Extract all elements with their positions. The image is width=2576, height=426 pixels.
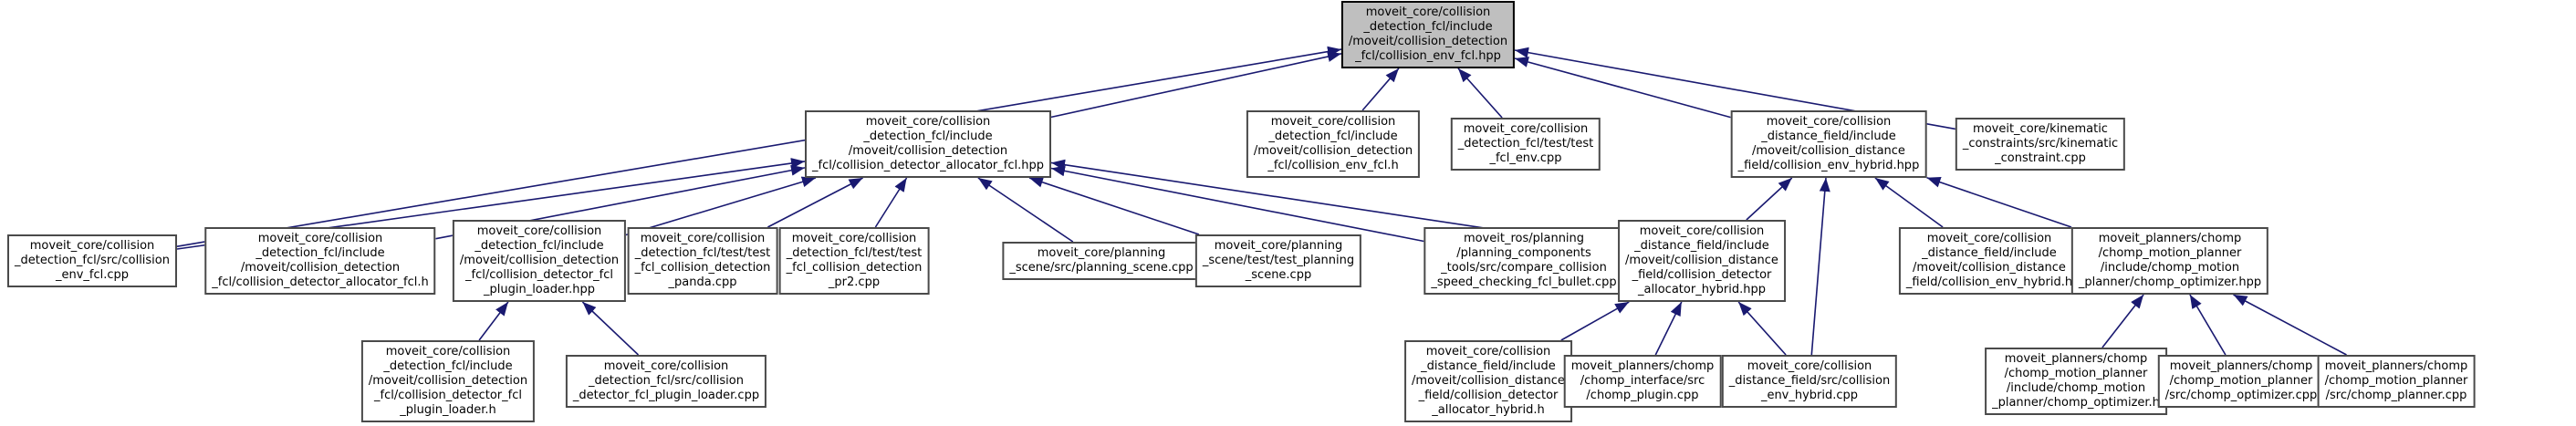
graph-node-N10[interactable]: moveit_core/collision _detection_fcl/tes… bbox=[778, 227, 930, 295]
graph-node-N7[interactable]: moveit_core/collision _detection_fcl/inc… bbox=[204, 227, 436, 295]
graph-node-N19[interactable]: moveit_core/collision _distance_field/in… bbox=[1404, 340, 1572, 422]
graph-node-N20[interactable]: moveit_planners/chomp /chomp_interface/s… bbox=[1563, 355, 1722, 408]
graph-node-N5[interactable]: moveit_core/kinematic _constraints/src/k… bbox=[1955, 118, 2126, 171]
include-edge-N10-N1 bbox=[874, 177, 908, 228]
include-edge-N15-N4 bbox=[1874, 177, 1944, 228]
graph-node-N22[interactable]: moveit_planners/chomp /chomp_motion_plan… bbox=[1985, 348, 2167, 415]
include-edge-N21-N4 bbox=[1810, 177, 1830, 356]
include-edge-N16-N4 bbox=[1926, 176, 2072, 228]
graph-node-N23[interactable]: moveit_planners/chomp /chomp_motion_plan… bbox=[2157, 355, 2325, 408]
graph-node-N16[interactable]: moveit_planners/chomp /chomp_motion_plan… bbox=[2070, 227, 2269, 295]
graph-node-N3[interactable]: moveit_core/collision _detection_fcl/tes… bbox=[1450, 118, 1601, 171]
include-edge-N20-N14 bbox=[1654, 301, 1683, 356]
include-edge-N2-N0 bbox=[1361, 68, 1400, 111]
graph-node-N15[interactable]: moveit_core/collision _distance_field/in… bbox=[1898, 227, 2081, 295]
include-edge-N14-N4 bbox=[1746, 177, 1793, 221]
graph-node-N2[interactable]: moveit_core/collision _detection_fcl/inc… bbox=[1246, 110, 1421, 178]
include-edge-N18-N8 bbox=[581, 301, 640, 356]
include-edge-N23-N16 bbox=[2189, 294, 2227, 356]
include-edge-N13-N1 bbox=[1050, 165, 1424, 243]
graph-node-N14[interactable]: moveit_core/collision _distance_field/in… bbox=[1618, 220, 1786, 302]
include-edge-N21-N14 bbox=[1737, 301, 1787, 356]
graph-node-N4[interactable]: moveit_core/collision _distance_field/in… bbox=[1730, 110, 1927, 178]
include-edge-N12-N1 bbox=[1028, 177, 1200, 235]
include-edge-N1-N0 bbox=[1050, 51, 1342, 119]
graph-node-N11[interactable]: moveit_core/planning _scene/src/planning… bbox=[1002, 242, 1201, 280]
graph-node-N13[interactable]: moveit_ros/planning /planning_components… bbox=[1424, 227, 1624, 295]
include-edge-N6-N0 bbox=[176, 46, 1342, 247]
include-edge-N22-N16 bbox=[2101, 294, 2144, 348]
graph-node-N9[interactable]: moveit_core/collision _detection_fcl/tes… bbox=[627, 227, 778, 295]
include-edge-N17-N8 bbox=[478, 301, 509, 341]
graph-node-N18[interactable]: moveit_core/collision _detection_fcl/src… bbox=[565, 355, 767, 408]
include-edge-N11-N1 bbox=[977, 177, 1074, 243]
graph-node-N8[interactable]: moveit_core/collision _detection_fcl/inc… bbox=[452, 220, 627, 302]
include-edge-N9-N1 bbox=[767, 177, 863, 228]
include-edge-N19-N14 bbox=[1560, 301, 1630, 341]
graph-node-N12[interactable]: moveit_core/planning _scene/test/test_pl… bbox=[1194, 234, 1362, 287]
graph-node-N21[interactable]: moveit_core/collision _distance_field/sr… bbox=[1721, 355, 1898, 408]
graph-node-N6[interactable]: moveit_core/collision _detection_fcl/src… bbox=[7, 234, 177, 287]
include-edge-N8-N1 bbox=[625, 176, 817, 236]
graph-node-N1[interactable]: moveit_core/collision _detection_fcl/inc… bbox=[805, 110, 1051, 178]
include-edge-N24-N16 bbox=[2233, 294, 2347, 356]
include-edge-N3-N0 bbox=[1457, 68, 1503, 119]
graph-node-N24[interactable]: moveit_planners/chomp /chomp_motion_plan… bbox=[2317, 355, 2476, 408]
include-edge-N4-N0 bbox=[1514, 57, 1731, 119]
graph-node-N0[interactable]: moveit_core/collision _detection_fcl/inc… bbox=[1340, 1, 1516, 68]
graph-node-N17[interactable]: moveit_core/collision _detection_fcl/inc… bbox=[360, 340, 536, 422]
